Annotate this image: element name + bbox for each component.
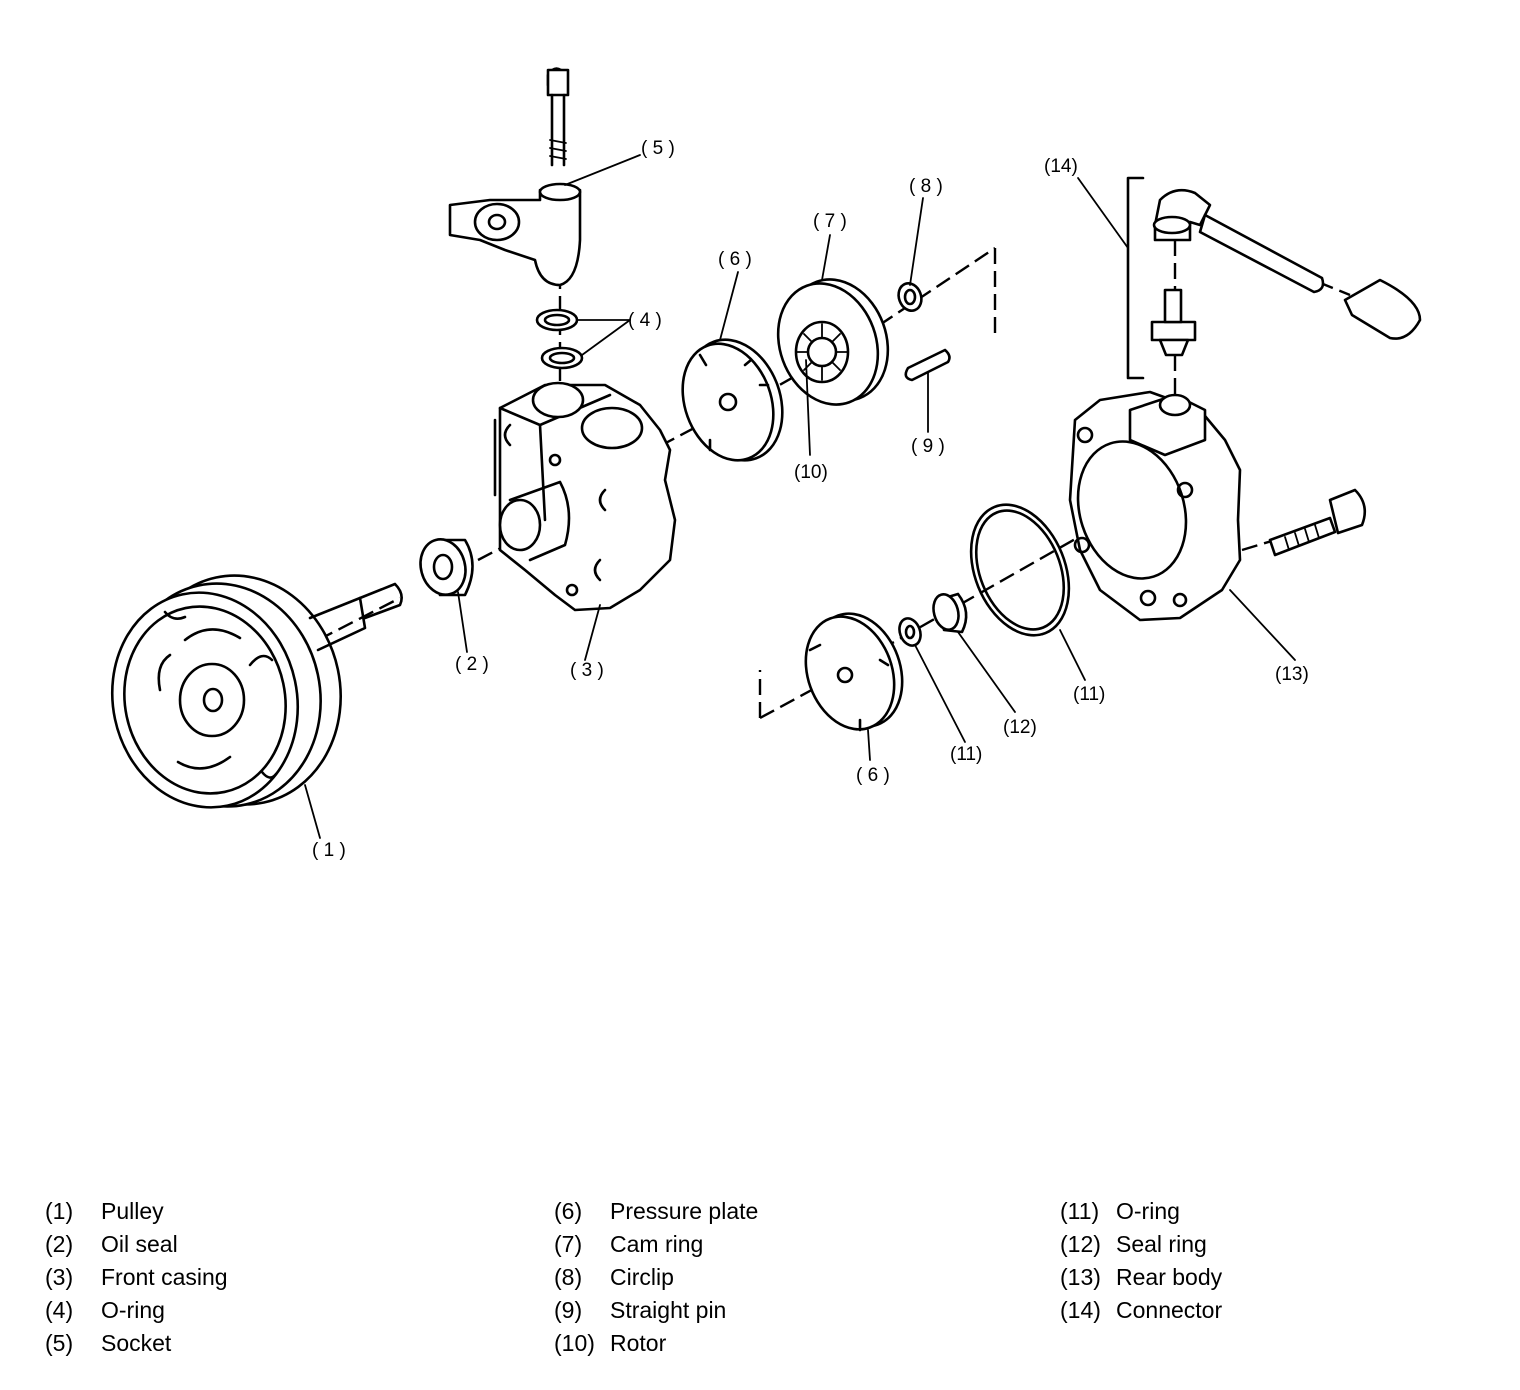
legend-item: (2) Oil seal	[45, 1228, 228, 1261]
legend-label: O-ring	[101, 1297, 165, 1323]
o-ring-small-part	[898, 617, 922, 647]
rotor-part	[795, 323, 849, 381]
connector-part	[1126, 176, 1422, 380]
parts-legend: (1) Pulley (2) Oil seal (3) Front casing (4…	[0, 1195, 1520, 1365]
callout-6-upper: ( 6 )	[718, 249, 752, 270]
legend-item: (4) O-ring	[45, 1294, 228, 1327]
callout-11-large: (11)	[1073, 684, 1105, 705]
legend-item: (14) Connector	[1060, 1294, 1222, 1327]
callout-7: ( 7 )	[813, 211, 847, 232]
o-ring-pair-part	[535, 308, 584, 370]
callout-14: (14)	[1044, 156, 1078, 177]
legend-label: Pressure plate	[610, 1198, 759, 1224]
legend-label: Socket	[101, 1330, 172, 1356]
legend-number: (2)	[45, 1231, 74, 1257]
legend-label: Front casing	[101, 1264, 228, 1290]
legend-item: (12) Seal ring	[1060, 1228, 1222, 1261]
legend-column-2: (6) Pressure plate (7) Cam ring (8) Circlip…	[554, 1195, 758, 1360]
legend-item: (10) Rotor	[554, 1327, 758, 1360]
legend-number: (11)	[1060, 1198, 1100, 1224]
callout-13: (13)	[1275, 664, 1309, 685]
callout-6-lower: ( 6 )	[856, 765, 890, 786]
legend-column-1: (1) Pulley (2) Oil seal (3) Front casing (4…	[45, 1195, 228, 1360]
circlip-part	[897, 282, 923, 312]
legend-item: (6) Pressure plate	[554, 1195, 758, 1228]
legend-label: Rotor	[610, 1330, 667, 1356]
rear-bolt-part	[1268, 488, 1367, 557]
legend-item: (9) Straight pin	[554, 1294, 758, 1327]
socket-part	[448, 67, 582, 287]
seal-ring-part	[932, 592, 968, 634]
pressure-plate-lower-part	[804, 612, 904, 732]
legend-number: (7)	[554, 1231, 583, 1257]
legend-number: (14)	[1060, 1297, 1101, 1323]
legend-number: (13)	[1060, 1264, 1101, 1290]
callout-5: ( 5 )	[641, 138, 675, 159]
legend-item: (5) Socket	[45, 1327, 228, 1360]
legend-label: Rear body	[1116, 1264, 1223, 1290]
legend-column-3: (11) O-ring (12) Seal ring (13) Rear body (…	[1060, 1195, 1222, 1327]
pulley-part	[110, 574, 403, 809]
rear-body-part	[1068, 390, 1242, 622]
legend-label: Pulley	[101, 1198, 164, 1224]
legend-label: Oil seal	[101, 1231, 178, 1257]
legend-number: (4)	[45, 1297, 74, 1323]
legend-number: (8)	[554, 1264, 583, 1290]
legend-number: (12)	[1060, 1231, 1101, 1257]
legend-number: (6)	[554, 1198, 583, 1224]
legend-item: (13) Rear body	[1060, 1261, 1222, 1294]
legend-number: (10)	[554, 1330, 595, 1356]
legend-item: (7) Cam ring	[554, 1228, 758, 1261]
legend-label: Circlip	[610, 1264, 674, 1290]
pressure-plate-upper-part	[681, 338, 784, 462]
legend-label: Cam ring	[610, 1231, 704, 1257]
callout-11-small: (11)	[950, 744, 982, 765]
legend-item: (11) O-ring	[1060, 1195, 1222, 1228]
callout-10: (10)	[794, 462, 828, 483]
exploded-view-diagram: ( 1 ) ( 2 ) ( 3 ) ( 4 ) ( 5 ) ( 6 ) ( 7 …	[110, 67, 1422, 861]
callout-1: ( 1 )	[312, 840, 346, 861]
legend-label: Connector	[1116, 1297, 1223, 1323]
legend-item: (8) Circlip	[554, 1261, 758, 1294]
legend-item: (1) Pulley	[45, 1195, 228, 1228]
callout-12: (12)	[1003, 717, 1037, 738]
legend-number: (3)	[45, 1264, 74, 1290]
legend-label: Straight pin	[610, 1297, 727, 1323]
oil-seal-part	[419, 538, 474, 597]
leader-lines	[304, 154, 1296, 839]
legend-item: (3) Front casing	[45, 1261, 228, 1294]
callout-3: ( 3 )	[570, 660, 604, 681]
callout-2: ( 2 )	[455, 654, 489, 675]
front-casing-part	[493, 381, 677, 612]
callout-8: ( 8 )	[909, 176, 943, 197]
legend-number: (5)	[45, 1330, 74, 1356]
o-ring-large-part	[969, 503, 1071, 637]
callout-4: ( 4 )	[628, 310, 662, 331]
legend-label: O-ring	[1116, 1198, 1180, 1224]
legend-number: (9)	[554, 1297, 583, 1323]
straight-pin-part	[904, 348, 951, 382]
callout-9: ( 9 )	[911, 436, 945, 457]
legend-label: Seal ring	[1116, 1231, 1207, 1257]
cam-ring-part	[776, 278, 890, 406]
legend-number: (1)	[45, 1198, 74, 1224]
